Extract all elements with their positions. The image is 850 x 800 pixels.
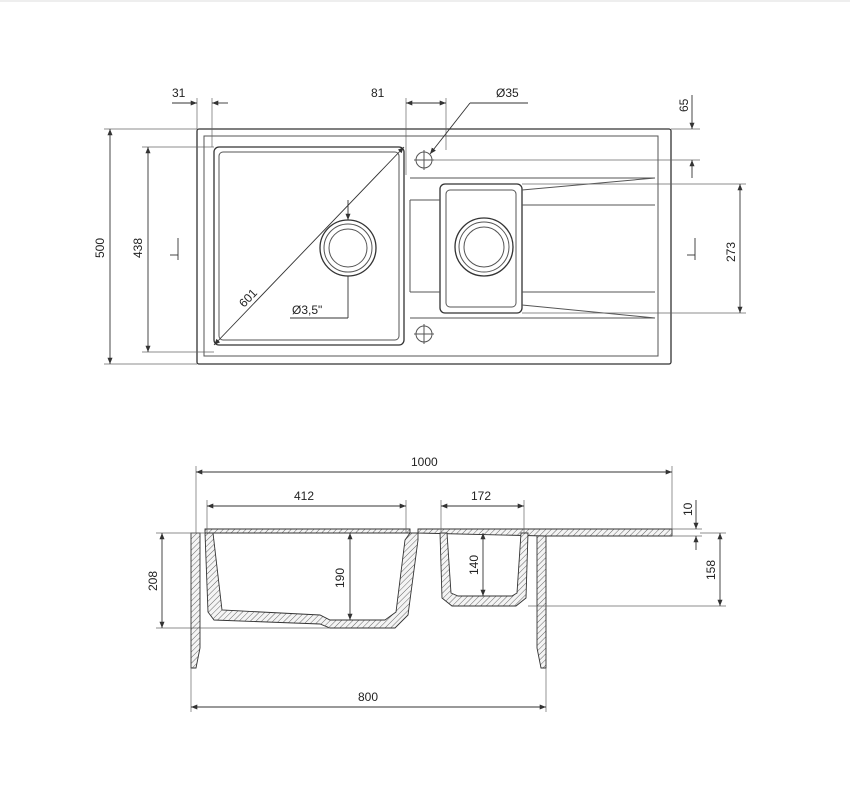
dim-172-label: 172 — [471, 489, 491, 503]
small-bowl — [439, 183, 523, 314]
small-bowl-drain — [454, 217, 514, 277]
cabinet-wall-right — [536, 532, 547, 669]
dim-diameter-35-label: Ø35 — [496, 86, 519, 100]
main-bowl-drain — [319, 219, 377, 277]
top-view: 31 81 Ø35 65 500 438 273 601 — [93, 86, 746, 365]
dim-190-label: 190 — [333, 568, 347, 588]
dim-1000-label: 1000 — [411, 455, 438, 469]
small-bowl-section — [439, 532, 529, 607]
dim-500-label: 500 — [93, 238, 107, 258]
dim-81-label: 81 — [371, 86, 385, 100]
dim-140-label: 140 — [467, 555, 481, 575]
dim-601-label: 601 — [236, 286, 260, 310]
dim-412-label: 412 — [294, 489, 314, 503]
section-view: 1000 412 172 10 208 190 140 158 — [146, 455, 726, 712]
dim-438-label: 438 — [131, 238, 145, 258]
dim-208-label: 208 — [146, 571, 160, 591]
dim-800-label: 800 — [358, 690, 378, 704]
main-bowl-section — [204, 532, 419, 629]
dim-65-label: 65 — [677, 98, 691, 112]
dim-10-label: 10 — [681, 502, 695, 516]
sink-outline — [196, 128, 672, 365]
dim-158-label: 158 — [704, 560, 718, 580]
sink-inner-rim — [203, 135, 659, 357]
dim-31-label: 31 — [172, 86, 186, 100]
dim-waste-diameter-label: Ø3,5" — [292, 303, 322, 317]
dim-273-label: 273 — [724, 242, 738, 262]
cabinet-wall-left — [190, 532, 201, 669]
